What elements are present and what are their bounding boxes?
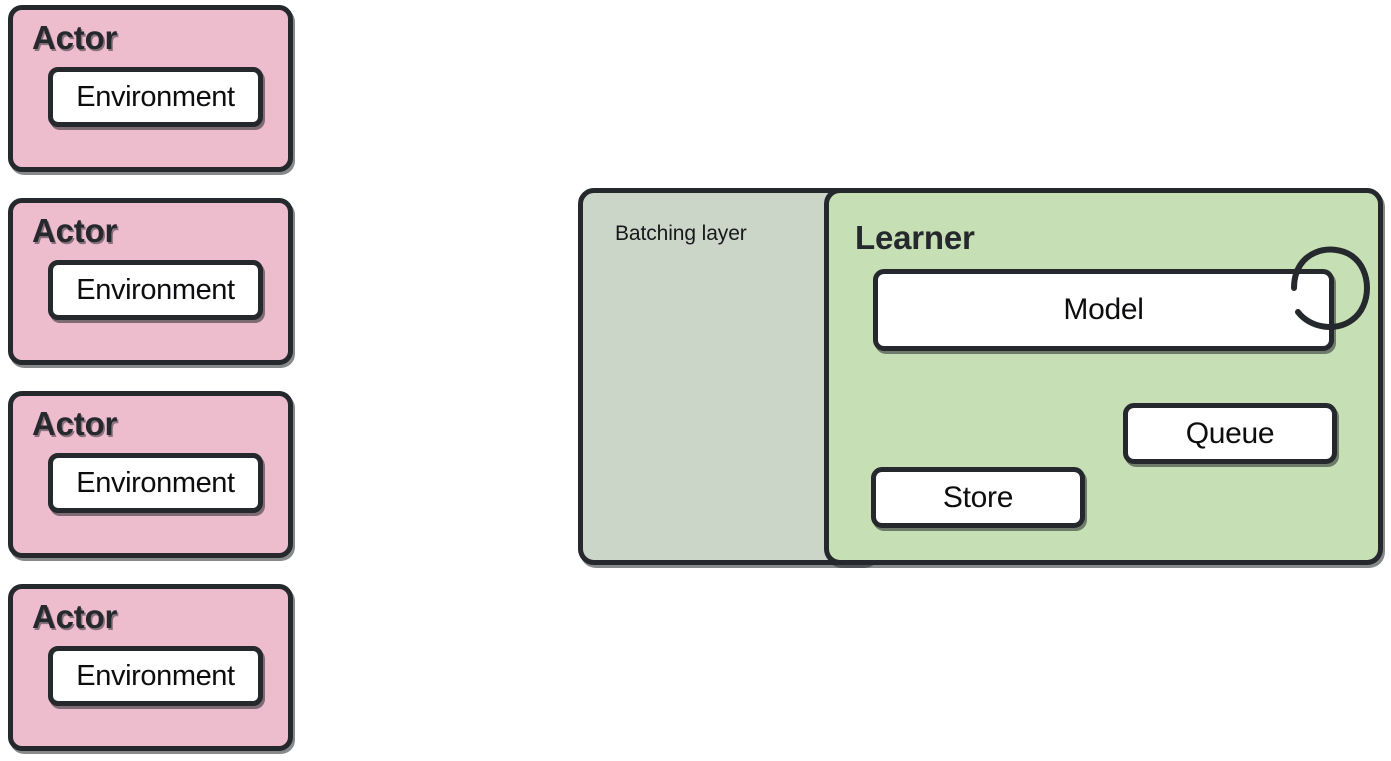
environment-box[interactable]: Environment — [48, 67, 263, 127]
batching-layer-label: Batching layer — [615, 222, 747, 245]
environment-label: Environment — [76, 467, 235, 499]
actor-box-2[interactable]: Actor Environment — [8, 198, 293, 365]
model-box[interactable]: Model — [873, 269, 1334, 351]
actor-title: Actor — [32, 598, 118, 635]
actor-box-3[interactable]: Actor Environment — [8, 391, 293, 558]
queue-box[interactable]: Queue — [1123, 403, 1337, 464]
actor-box-4[interactable]: Actor Environment — [8, 584, 293, 751]
environment-label: Environment — [76, 660, 235, 692]
actor-title: Actor — [32, 405, 118, 442]
actor-title: Actor — [32, 212, 118, 249]
store-box[interactable]: Store — [871, 467, 1085, 528]
environment-box[interactable]: Environment — [48, 260, 263, 320]
environment-label: Environment — [76, 274, 235, 306]
actor-box-1[interactable]: Actor Environment — [8, 5, 293, 172]
model-label: Model — [1063, 293, 1144, 326]
actor-title: Actor — [32, 19, 118, 56]
learner-title: Learner — [855, 219, 975, 256]
environment-box[interactable]: Environment — [48, 646, 263, 706]
learner-box[interactable]: Learner Model Queue Store — [824, 188, 1383, 565]
queue-label: Queue — [1185, 416, 1275, 450]
store-label: Store — [942, 480, 1014, 514]
environment-label: Environment — [76, 81, 235, 113]
environment-box[interactable]: Environment — [48, 453, 263, 513]
